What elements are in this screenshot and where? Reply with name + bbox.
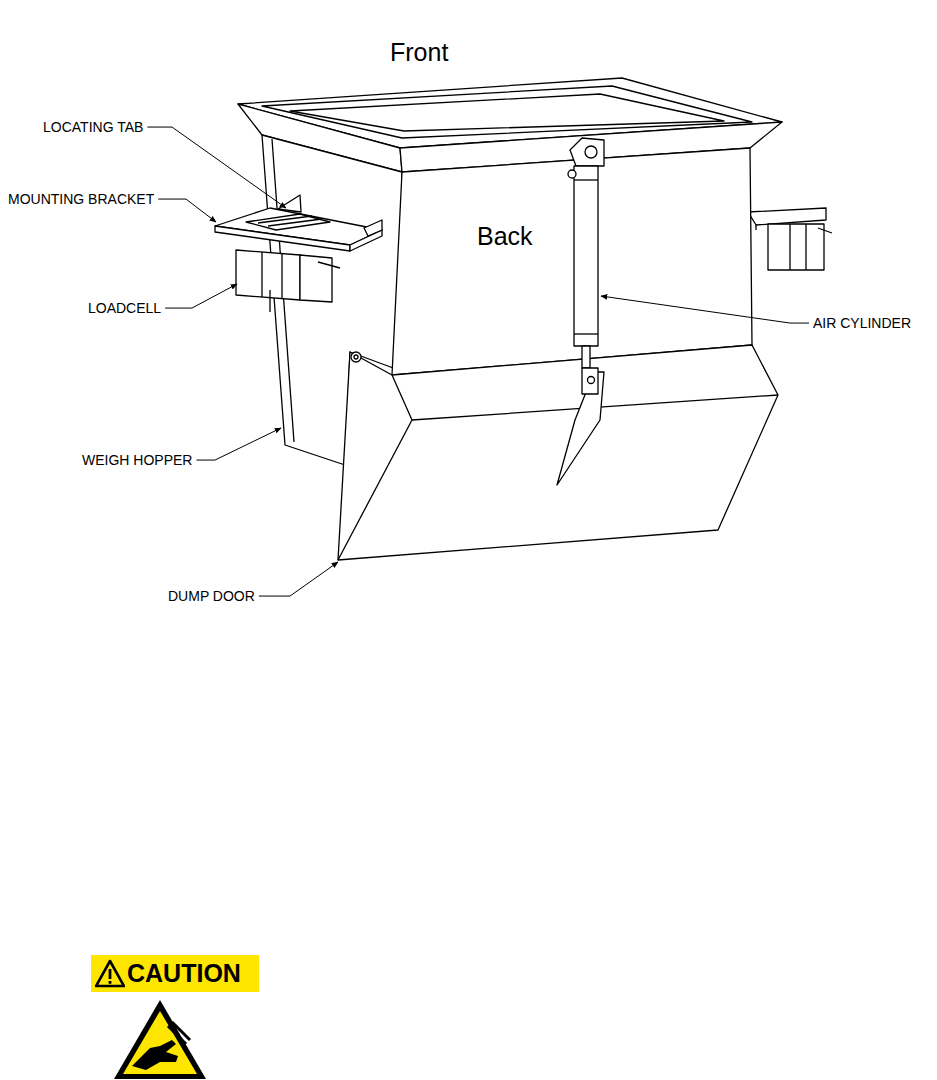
left-bracket-part <box>246 214 330 230</box>
dump-door-part <box>351 352 361 362</box>
left-bracket-part <box>215 226 350 251</box>
leader-line <box>165 284 237 308</box>
warning-triangle <box>95 959 125 989</box>
air-cylinder-part <box>574 166 598 346</box>
left-bracket-part <box>300 255 332 302</box>
air-cylinder-part <box>574 333 598 334</box>
left-bracket-part <box>364 220 382 236</box>
part-label: WEIGH HOPPER <box>82 452 192 468</box>
left-bracket-part <box>261 252 262 297</box>
part-label: MOUNTING BRACKET <box>8 191 154 207</box>
caution-word: CAUTION <box>127 961 241 986</box>
air-cylinder <box>557 138 604 485</box>
leader-line <box>259 562 338 596</box>
part-label: DUMP DOOR <box>168 588 255 604</box>
crush-hazard-icon <box>114 1000 206 1079</box>
dump-door <box>338 345 778 560</box>
caution-banner: CAUTION <box>91 955 259 992</box>
leader-line <box>158 199 216 222</box>
warning-mark <box>109 969 112 979</box>
left-bracket-part <box>281 254 282 298</box>
right-bracket-part <box>755 225 756 230</box>
air-cylinder-part <box>570 138 604 166</box>
warning-mark <box>109 981 112 984</box>
left-bracket-part <box>278 195 301 212</box>
left-bracket <box>215 195 382 312</box>
left-bracket-part <box>318 262 340 268</box>
crush-hazard-icon-part <box>123 1011 197 1074</box>
air-cylinder-part <box>582 368 598 394</box>
part-label: LOADCELL <box>88 300 161 316</box>
right-bracket-part <box>789 224 790 270</box>
right-bracket-part <box>805 224 806 270</box>
dump-door-part <box>338 345 778 560</box>
crush-hazard-icon-part <box>132 1040 178 1070</box>
hopper-illustration-part <box>215 78 832 560</box>
right-bracket-part <box>748 208 826 225</box>
warning-triangle <box>96 961 124 986</box>
right-bracket <box>748 208 832 270</box>
right-bracket-part <box>818 228 832 233</box>
crush-hazard-icon-part <box>168 1022 190 1044</box>
part-label: LOCATING TAB <box>43 119 143 135</box>
air-cylinder-part <box>574 179 598 180</box>
leader-line <box>147 127 286 208</box>
dump-door-part <box>354 355 358 359</box>
air-cylinder-part <box>588 377 595 384</box>
weigh-hopper-body-part <box>392 148 752 375</box>
part-label: AIR CYLINDER <box>813 315 911 331</box>
leader-line <box>196 428 281 460</box>
right-bracket-part <box>768 224 824 270</box>
air-cylinder-part <box>568 170 576 178</box>
air-cylinder-part <box>585 146 597 158</box>
air-cylinder-part <box>582 346 590 368</box>
view-label: Back <box>477 222 533 251</box>
view-label: Front <box>390 38 448 67</box>
crush-hazard-icon-part <box>114 1000 206 1079</box>
left-bracket-part <box>268 219 322 226</box>
dump-door-part <box>338 420 412 560</box>
hopper-rim-part <box>290 94 724 131</box>
leader-line <box>601 296 809 323</box>
left-bracket-part <box>269 290 270 312</box>
left-bracket-part <box>236 250 300 300</box>
